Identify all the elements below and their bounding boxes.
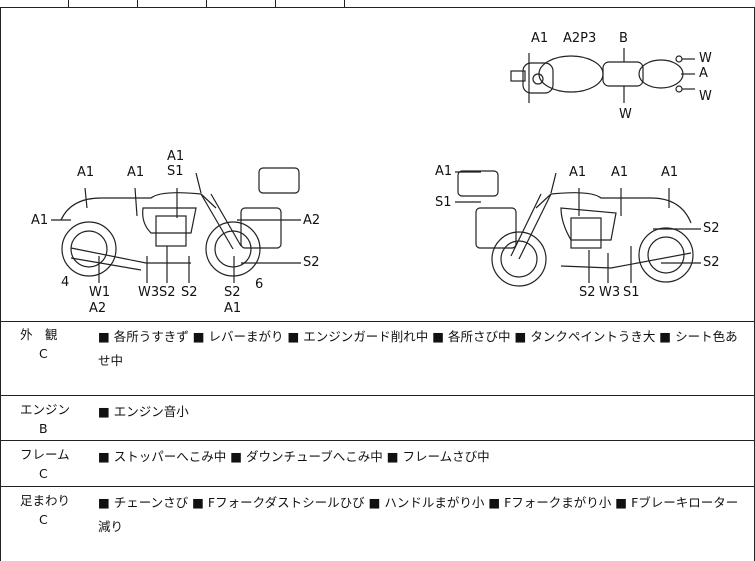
- left-side-bike: [60, 167, 300, 277]
- left-label-s2-c: S2: [224, 285, 241, 300]
- row-grade: C: [39, 466, 48, 481]
- row-name: 外 観: [20, 327, 58, 342]
- row-category: フレーム C: [1, 445, 93, 483]
- top-table-strip: [0, 0, 755, 7]
- top-label-w-lower: W: [699, 89, 712, 104]
- left-label-a1-bottom: A1: [224, 301, 242, 316]
- row-category: 外 観 C: [1, 325, 93, 363]
- leader-lines: [51, 171, 701, 283]
- left-label-4: 4: [61, 275, 70, 290]
- condition-row-frame: フレーム C ■ ストッパーへこみ中 ■ ダウンチューブへこみ中 ■ フレームさ…: [0, 441, 755, 487]
- row-category: 足まわり C: [1, 491, 93, 529]
- right-label-s1-left: S1: [435, 195, 452, 210]
- right-label-s2-lower: S2: [703, 255, 720, 270]
- left-label-s2-right: S2: [303, 255, 320, 270]
- right-label-a1-left: A1: [435, 164, 453, 179]
- right-label-s2-upper: S2: [703, 221, 720, 236]
- right-label-a1-b: A1: [611, 165, 629, 180]
- top-label-b: B: [619, 31, 628, 46]
- damage-diagram: A1 A2P3 B W A W W A1 S1 A1 A1 A1 A2 S2 6…: [0, 7, 755, 322]
- right-side-bike: [457, 170, 694, 287]
- row-grade: C: [39, 512, 48, 527]
- left-label-a1-a: A1: [77, 165, 95, 180]
- right-label-w3: W3: [599, 285, 621, 300]
- condition-row-exterior: 外 観 C ■ 各所うすきず ■ レバーまがり ■ エンジンガード削れ中 ■ 各…: [0, 321, 755, 396]
- top-label-a2p3: A2P3: [563, 31, 597, 46]
- left-label-a1-top: A1: [167, 149, 185, 164]
- row-remarks: ■ ストッパーへこみ中 ■ ダウンチューブへこみ中 ■ フレームさび中: [98, 449, 490, 464]
- row-name: エンジン: [20, 402, 71, 417]
- left-label-a1-b: A1: [127, 165, 145, 180]
- left-label-s2-a: S2: [159, 285, 176, 300]
- left-label-s2-b: S2: [181, 285, 198, 300]
- left-label-6: 6: [255, 277, 264, 292]
- condition-row-engine: エンジン B ■ エンジン音小: [0, 396, 755, 441]
- row-remarks: ■ チェーンさび ■ Fフォークダストシールひび ■ ハンドルまがり小 ■ Fフ…: [98, 495, 739, 534]
- row-name: フレーム: [20, 447, 70, 462]
- top-label-w-upper: W: [699, 51, 712, 66]
- row-remarks: ■ 各所うすきず ■ レバーまがり ■ エンジンガード削れ中 ■ 各所さび中 ■…: [98, 329, 738, 368]
- left-label-a1-c: A1: [31, 213, 49, 228]
- row-grade: C: [39, 346, 48, 361]
- top-view-bike: [510, 48, 695, 103]
- row-category: エンジン B: [1, 400, 93, 438]
- right-label-s2-bottom: S2: [579, 285, 596, 300]
- row-grade: B: [39, 421, 48, 436]
- right-label-s1-bottom: S1: [623, 285, 640, 300]
- left-label-a2-bottom: A2: [89, 301, 107, 316]
- top-label-a1: A1: [531, 31, 549, 46]
- top-label-w-bottom: W: [619, 107, 632, 122]
- condition-table: 外 観 C ■ 各所うすきず ■ レバーまがり ■ エンジンガード削れ中 ■ 各…: [0, 321, 755, 561]
- row-remarks: ■ エンジン音小: [98, 404, 189, 419]
- left-label-s1: S1: [167, 164, 184, 179]
- row-name: 足まわり: [20, 493, 71, 508]
- top-label-a: A: [699, 66, 708, 81]
- motorcycle-diagram: [51, 48, 701, 287]
- right-label-a1-c: A1: [661, 165, 679, 180]
- condition-row-suspension: 足まわり C ■ チェーンさび ■ Fフォークダストシールひび ■ ハンドルまが…: [0, 487, 755, 561]
- left-label-w1: W1: [89, 285, 111, 300]
- right-label-a1-a: A1: [569, 165, 587, 180]
- left-label-a2-right: A2: [303, 213, 321, 228]
- left-label-w3: W3: [138, 285, 160, 300]
